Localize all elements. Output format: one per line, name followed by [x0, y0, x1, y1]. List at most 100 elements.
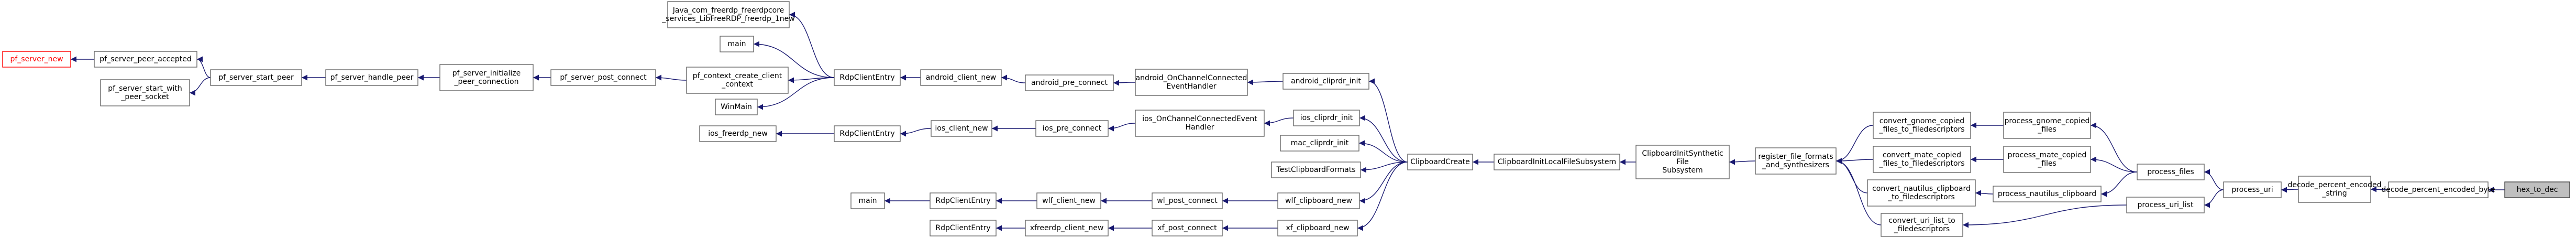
function-node-process-files[interactable]: process_files [2137, 164, 2205, 180]
function-node-ios-freerdp-new[interactable]: ios_freerdp_new [699, 125, 777, 142]
function-node-pf-server-post-connect[interactable]: pf_server_post_connect [550, 69, 656, 86]
function-node-java-com-freerdp-freerdpcore-services-libfreerdp-freerdp-1new[interactable]: Java_com_freerdp_freerdpcore_services_Li… [661, 1, 795, 28]
function-node-process-uri-list[interactable]: process_uri_list [2126, 197, 2205, 213]
function-node-xfreerdp-client-new[interactable]: xfreerdp_client_new [1025, 220, 1109, 236]
function-node-process-uri[interactable]: process_uri [2223, 181, 2282, 198]
function-node-wlf-client-new[interactable]: wlf_client_new [1036, 192, 1101, 209]
function-node-label: ios_client_new [935, 124, 988, 133]
function-node-box [2137, 164, 2205, 180]
function-node-box [1135, 69, 1248, 96]
function-node-label: android_cliprdr_init [1291, 77, 1361, 85]
function-node-box [325, 69, 418, 86]
function-node-box [1152, 192, 1223, 209]
function-node-convert-gnome-copied-files-to-filedescriptors[interactable]: convert_gnome_copied_files_to_filedescri… [1873, 112, 1971, 139]
function-node-box [1867, 179, 1976, 207]
function-node-testclipboardformats[interactable]: TestClipboardFormats [1271, 161, 1361, 178]
function-node-label: pf_server_start_with [108, 84, 182, 93]
function-node-label: pf_context_create_client [693, 72, 782, 80]
function-node-label: android_client_new [926, 73, 997, 82]
function-node-label: _to_filedescriptors [1887, 193, 1955, 201]
function-node-label: process_uri_list [2138, 201, 2194, 209]
function-node-main[interactable]: main [720, 36, 754, 52]
function-node-pf-server-start-with-peer-socket[interactable]: pf_server_start_with_peer_socket [100, 79, 190, 106]
function-node-mac-cliprdr-init[interactable]: mac_cliprdr_init [1280, 135, 1359, 152]
function-node-label: _files [2037, 125, 2057, 134]
function-node-convert-uri-list-to-filedescriptors[interactable]: convert_uri_list_to_filedescriptors [1881, 213, 1963, 237]
function-node-box [920, 69, 1002, 86]
function-node-clipboardinitlocalfilesubsystem[interactable]: ClipboardInitLocalFileSubsystem [1494, 154, 1620, 170]
function-node-ios-pre-connect[interactable]: ios_pre_connect [1035, 120, 1109, 137]
function-node-pf-context-create-client-context[interactable]: pf_context_create_client_context [686, 67, 789, 94]
function-node-label: pf_server_start_peer [218, 73, 294, 82]
function-node-pf-server-new[interactable]: pf_server_new [2, 51, 71, 68]
function-node-label: ClipboardInitSynthetic [1642, 149, 1723, 158]
function-node-pf-server-handle-peer[interactable]: pf_server_handle_peer [325, 69, 418, 86]
function-node-label: pf_server_peer_accepted [99, 55, 191, 63]
function-node-decode-percent-encoded-byte[interactable]: decode_percent_encoded_byte [2381, 181, 2495, 198]
function-node-rdpcliententry[interactable]: RdpClientEntry [930, 192, 997, 209]
function-node-process-mate-copied-files[interactable]: process_mate_copied_files [2003, 146, 2091, 173]
function-node-process-nautilus-clipboard[interactable]: process_nautilus_clipboard [1993, 186, 2102, 202]
function-node-rdpcliententry[interactable]: RdpClientEntry [834, 125, 901, 142]
function-node-label: pf_server_new [10, 55, 63, 63]
function-node-label: _filedescriptors [1894, 225, 1950, 233]
function-node-box [1873, 112, 1971, 139]
function-node-convert-mate-copied-files-to-filedescriptors[interactable]: convert_mate_copied_files_to_filedescrip… [1873, 146, 1971, 173]
call-edge [753, 41, 835, 78]
function-node-wlf-clipboard-new[interactable]: wlf_clipboard_new [1277, 192, 1360, 209]
function-node-android-cliprdr-init[interactable]: android_cliprdr_init [1283, 73, 1369, 90]
function-node-box [1283, 73, 1369, 90]
function-node-label: convert_uri_list_to [1888, 217, 1955, 225]
function-node-decode-percent-encoded-string[interactable]: decode_percent_encoded_string [2287, 176, 2382, 203]
function-node-label: WinMain [721, 103, 752, 111]
function-node-box [1135, 110, 1265, 137]
function-node-box [2223, 181, 2282, 198]
call-edge [1836, 125, 1874, 164]
function-node-label: convert_gnome_copied [1880, 117, 1964, 125]
function-node-box [834, 69, 901, 86]
function-node-ios-cliprdr-init[interactable]: ios_cliprdr_init [1293, 110, 1360, 126]
function-node-pf-server-start-peer[interactable]: pf_server_start_peer [210, 69, 302, 86]
function-node-pf-server-peer-accepted[interactable]: pf_server_peer_accepted [94, 51, 197, 68]
function-node-rdpcliententry[interactable]: RdpClientEntry [930, 220, 997, 236]
function-node-clipboardcreate[interactable]: ClipboardCreate [1407, 154, 1473, 170]
function-node-android-pre-connect[interactable]: android_pre_connect [1025, 74, 1114, 91]
call-edge [1001, 74, 1026, 83]
function-node-convert-nautilus-clipboard-to-filedescriptors[interactable]: convert_nautilus_clipboard_to_filedescri… [1867, 179, 1976, 207]
function-node-label: ios_freerdp_new [708, 130, 768, 138]
function-node-label: _services_LibFreeRDP_freerdp_1new [661, 15, 794, 23]
function-node-hex-to-dec[interactable]: hex_to_dec [2504, 181, 2570, 198]
function-node-label: android_OnChannelConnected [1136, 74, 1247, 82]
function-node-winmain[interactable]: WinMain [715, 99, 758, 115]
function-node-xf-post-connect[interactable]: xf_post_connect [1152, 220, 1223, 236]
function-node-box [2003, 146, 2091, 173]
function-node-box [1494, 154, 1620, 170]
function-node-label: ios_OnChannelConnectedEvent [1142, 115, 1257, 123]
call-edge [757, 77, 835, 110]
function-node-box [2504, 181, 2570, 198]
function-node-main[interactable]: main [850, 192, 885, 209]
function-node-register-file-formats-and-synthesizers[interactable]: register_file_formats_and_synthesizers [1755, 147, 1837, 175]
function-node-wl-post-connect[interactable]: wl_post_connect [1152, 192, 1223, 209]
function-node-box [850, 192, 885, 209]
function-node-android-client-new[interactable]: android_client_new [920, 69, 1002, 86]
function-node-box [699, 125, 777, 142]
function-node-label: wlf_clipboard_new [1285, 197, 1352, 205]
function-node-rdpcliententry[interactable]: RdpClientEntry [834, 69, 901, 86]
function-node-process-gnome-copied-files[interactable]: process_gnome_copied_files [2003, 112, 2091, 139]
function-node-box [1035, 120, 1109, 137]
function-node-xf-clipboard-new[interactable]: xf_clipboard_new [1277, 220, 1358, 236]
function-node-label: _files_to_filedescriptors [1878, 159, 1964, 168]
function-node-box [930, 192, 997, 209]
function-node-box [686, 67, 789, 94]
call-edge [2100, 171, 2138, 197]
function-node-pf-server-initialize-peer-connection[interactable]: pf_server_initialize_peer_connection [439, 64, 534, 91]
call-edge [1358, 140, 1408, 163]
function-node-label: hex_to_dec [2517, 186, 2558, 194]
function-node-box [720, 36, 754, 52]
function-node-ios-client-new[interactable]: ios_client_new [931, 120, 992, 137]
